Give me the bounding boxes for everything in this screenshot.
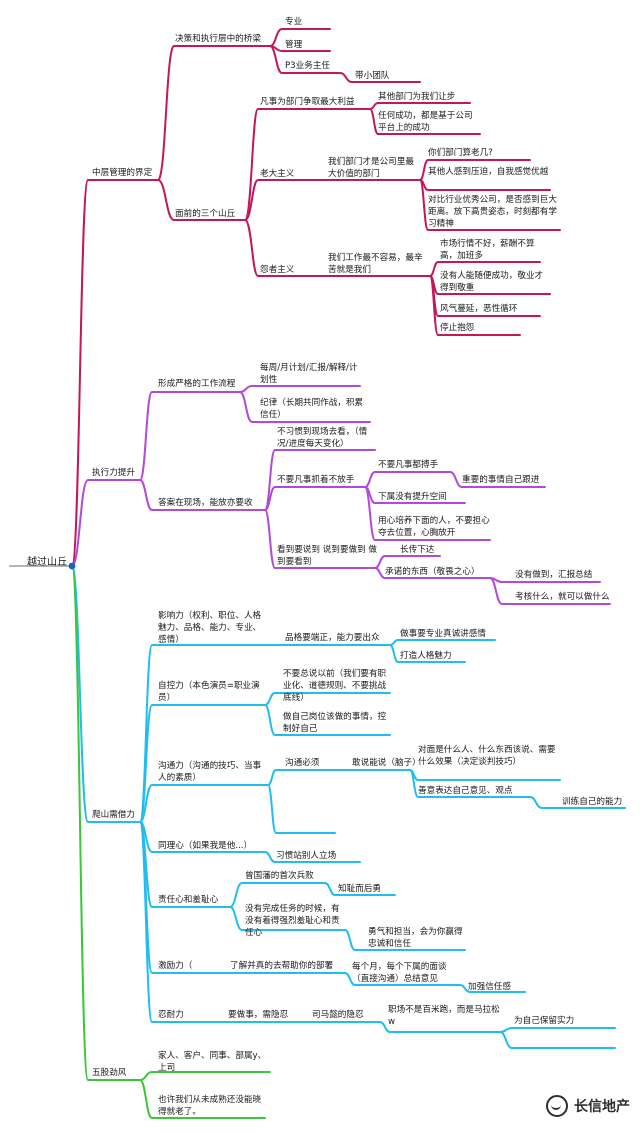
mid-branch-label[interactable]: 中层管理的界定 [92,168,153,178]
climb-endure-c1[interactable]: 要做事，需隐忍 [228,1010,289,1020]
climb-motive[interactable]: 激励力（ [158,961,193,971]
mid-hills[interactable]: 面前的三个山丘 [175,209,236,219]
mid-bridge-c3[interactable]: P3业务主任 [285,61,331,71]
watermark-text: 长信地产 [574,1099,630,1115]
exec-site-s2-c1[interactable]: 不要凡事都搏手 [378,460,439,470]
exec-flow[interactable]: 形成严格的工作流程 [158,379,236,389]
climb-selfctrl[interactable]: 自控力（本色演员=职业演员） [158,681,260,703]
mid-hill-3[interactable]: 怨者主义 [260,265,295,275]
exec-site-s2-c3[interactable]: 用心培养下面的人，不要担心夺去位置，心胸放开 [378,516,490,538]
climb-comm-c1a1[interactable]: 对面是什么人、什么东西该说、需要什么效果（决定谈判技巧） [418,745,556,767]
climb-comm-c1a2a[interactable]: 训练自己的能力 [562,797,623,807]
climb-duty-c2a[interactable]: 勇气和担当，会为你赢得忠诚和信任 [368,927,463,949]
mid-hill-2-c1[interactable]: 你们部门算老几? [428,148,493,158]
mid-hill-3-c1[interactable]: 市场行情不好，薪酬不算高，加班多 [440,239,535,261]
climb-duty-c1[interactable]: 曾国藩的首次兵败 [245,871,314,881]
wind-c2[interactable]: 也许我们从未成熟还没能晓得就老了。 [158,1095,262,1117]
branch-mid-lines [71,28,561,567]
climb-selfctrl-c1[interactable]: 不要总说以前（我们要有职业化、道德规则、不要挑战底线） [283,669,387,703]
exec-site[interactable]: 答案在现场，能放亦要收 [158,498,253,508]
branch-wind-lines [71,565,271,1119]
mid-hill-2-c3[interactable]: 对比行业优秀公司，是否感到巨大距离。放下高贵姿态，时刻都有学习精神 [428,195,557,229]
mid-hill-2-mid[interactable]: 我们部门才是公司里最大价值的部门 [328,157,414,179]
mid-hill-1-c1[interactable]: 其他部门为我们让步 [378,92,456,102]
climb-influence-c1[interactable]: 品格要端正，能力要出众 [285,633,380,643]
mid-bridge-c1[interactable]: 专业 [285,17,303,27]
root-node-dot [68,562,76,570]
wind-branch-label[interactable]: 五股劲风 [92,1068,127,1078]
exec-site-s2-c2[interactable]: 下属没有提升空间 [378,492,447,502]
exec-site-s2[interactable]: 不要凡事抓着不放手 [277,475,355,485]
climb-influence[interactable]: 影响力（权利、职位、人格魅力、品格、能力、专业、感情） [158,611,262,645]
wechat-icon [546,1095,568,1117]
mid-hill-2-c2[interactable]: 其他人感到压迫，自我感觉优越 [428,167,549,177]
exec-flow-c2[interactable]: 纪律（长期共同作战，积累信任） [260,398,364,420]
mid-bridge-c2[interactable]: 管理 [285,40,303,50]
climb-motive-c1a[interactable]: 每个月，每个下属的面谈（直接沟通）总结意见 [352,962,447,984]
mid-hill-3-c2[interactable]: 没有人能随便成功，敬业才得到敬重 [440,271,544,293]
exec-site-s3[interactable]: 看到要说到 说到要做到 做到要看到 [277,545,377,567]
branch-climb-lines [71,565,626,1049]
exec-site-s1[interactable]: 不习惯到现场去看，（情况/进度每天变化） [277,427,368,449]
climb-comm-c1a[interactable]: 敢说能说（脑子） [352,758,421,768]
mid-hill-1-c2[interactable]: 任何成功，都是基于公司平台上的成功 [378,111,473,133]
climb-empathy-c1[interactable]: 习惯站别人立场 [276,851,337,861]
climb-duty[interactable]: 责任心和羞耻心 [158,895,219,905]
climb-influence-c1a[interactable]: 做事要专业真诚讲感情 [400,629,486,639]
exec-site-s3-c2b[interactable]: 考核什么，就可以做什么 [515,592,610,602]
mid-bridge[interactable]: 决策和执行层中的桥梁 [175,34,261,44]
climb-motive-c1a1[interactable]: 加强信任感 [468,982,511,992]
root-topic[interactable]: 越过山丘 [27,557,67,568]
climb-endure-c1a1a[interactable]: 为自己保留实力 [514,1016,575,1026]
climb-endure-c1a[interactable]: 司马懿的隐忍 [312,1010,364,1020]
exec-site-s3-c1[interactable]: 长传下达 [400,545,435,555]
climb-comm-c1[interactable]: 沟通必须 [285,758,320,768]
branch-exec-lines [71,385,611,605]
climb-comm-c1a2[interactable]: 善意表达自己意见、观点 [418,786,513,796]
mid-hill-2[interactable]: 老大主义 [260,169,295,179]
climb-endure[interactable]: 忍耐力 [158,1010,184,1020]
mid-hill-3-c4[interactable]: 停止抱怨 [440,323,475,333]
climb-endure-c1a1[interactable]: 职场不是百米跑，而是马拉松w [388,1005,500,1027]
climb-duty-c1a[interactable]: 知耻而后勇 [338,884,381,894]
climb-motive-c1[interactable]: 了解并真的去帮助你的部署 [230,961,334,971]
watermark: 长信地产 [546,1095,630,1117]
exec-site-s3-c2[interactable]: 承诺的东西（敬畏之心） [385,567,480,577]
mid-hill-3-mid[interactable]: 我们工作最不容易，最辛苦就是我们 [328,253,423,275]
mid-bridge-c3a[interactable]: 带小团队 [355,71,390,81]
wind-c1[interactable]: 家人、客户、同事、部属y、上司 [158,1051,267,1073]
climb-selfctrl-c2[interactable]: 做自己岗位该做的事情，控制好自己 [283,712,387,734]
climb-duty-c2[interactable]: 没有完成任务的时候，有没有着得强烈羞耻心和责任心 [245,904,340,938]
exec-site-s3-c2a[interactable]: 没有做到，汇报总结 [515,570,593,580]
mid-hill-3-c3[interactable]: 风气蔓延，恶性循环 [440,304,518,314]
climb-influence-c1b[interactable]: 打造人格魅力 [400,651,452,661]
climb-empathy[interactable]: 同理心（如果我是他...） [158,841,253,851]
exec-flow-c1[interactable]: 每周/月计划/汇报/解释/计划性 [260,363,358,385]
exec-site-s2-c1a[interactable]: 重要的事情自己跟进 [462,475,540,485]
climb-branch-label[interactable]: 爬山需借力 [92,810,135,820]
mid-hill-1[interactable]: 凡事为部门争取最大利益 [260,97,355,107]
exec-branch-label[interactable]: 执行力提升 [92,468,135,478]
climb-comm[interactable]: 沟通力（沟通的技巧、当事人的素质） [158,761,262,783]
